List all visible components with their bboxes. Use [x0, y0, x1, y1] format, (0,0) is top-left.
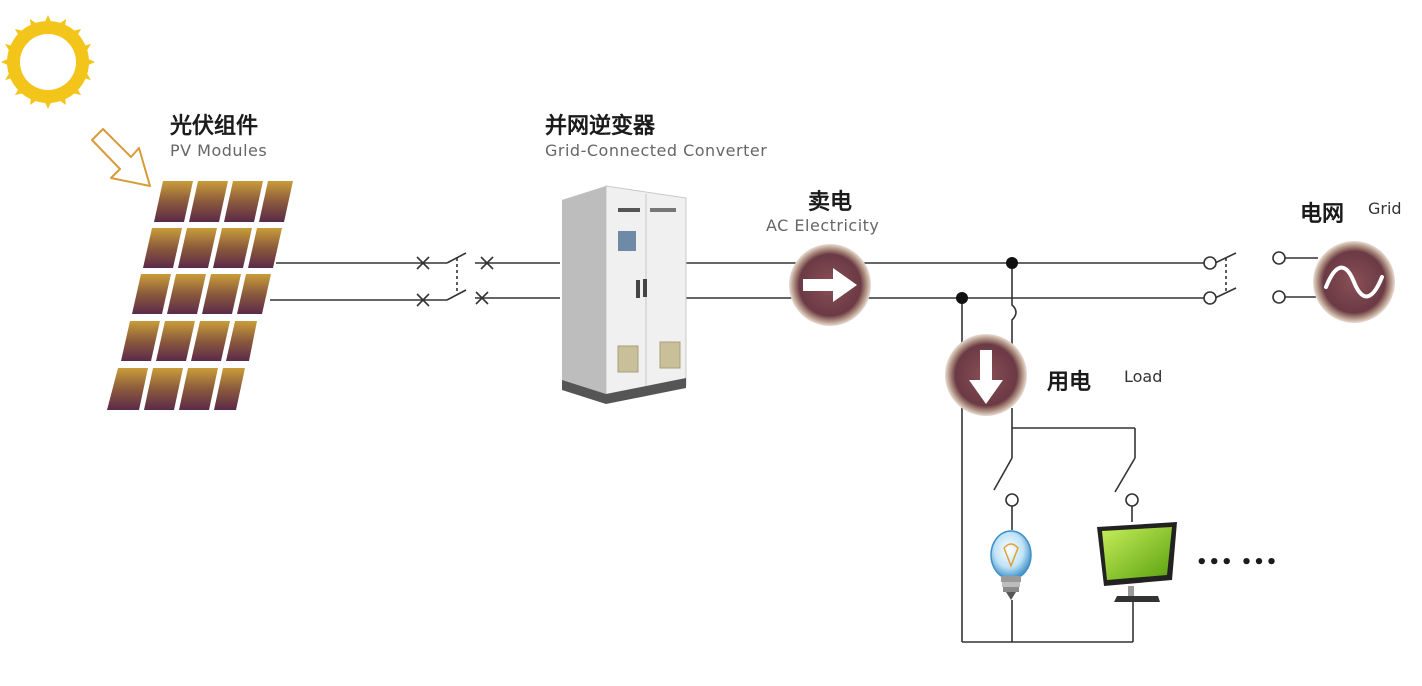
sunlight-arrow-icon — [91, 128, 151, 187]
grid-title-zh: 电网 — [1300, 202, 1345, 227]
load-title-en: Load — [1124, 367, 1163, 386]
switch-contacts — [1005, 251, 1286, 507]
right-arrow-icon — [789, 244, 871, 326]
sun-icon — [1, 15, 95, 109]
down-arrow-icon — [945, 334, 1027, 416]
sell-title-en: AC Electricity — [766, 216, 880, 235]
pv-title-zh: 光伏组件 — [170, 114, 259, 139]
junction-dot — [1006, 257, 1018, 269]
wiring — [270, 252, 1318, 643]
pv-panel-icon — [107, 181, 293, 410]
breaker-marks — [416, 256, 494, 307]
inverter-title-zh: 并网逆变器 — [545, 114, 656, 139]
more-loads-ellipsis: ••• ••• — [1196, 552, 1279, 573]
load-title-zh: 用电 — [1047, 370, 1092, 395]
inverter-title-en: Grid-Connected Converter — [545, 141, 768, 160]
junction-dot — [956, 292, 968, 304]
sine-wave-icon — [1313, 241, 1395, 323]
monitor-icon — [1097, 522, 1177, 602]
inverter-cabinet-icon — [562, 185, 687, 404]
sell-title-zh: 卖电 — [808, 190, 853, 215]
light-bulb-icon — [990, 530, 1032, 600]
grid-title-en: Grid — [1368, 199, 1402, 218]
pv-title-en: PV Modules — [170, 141, 268, 160]
